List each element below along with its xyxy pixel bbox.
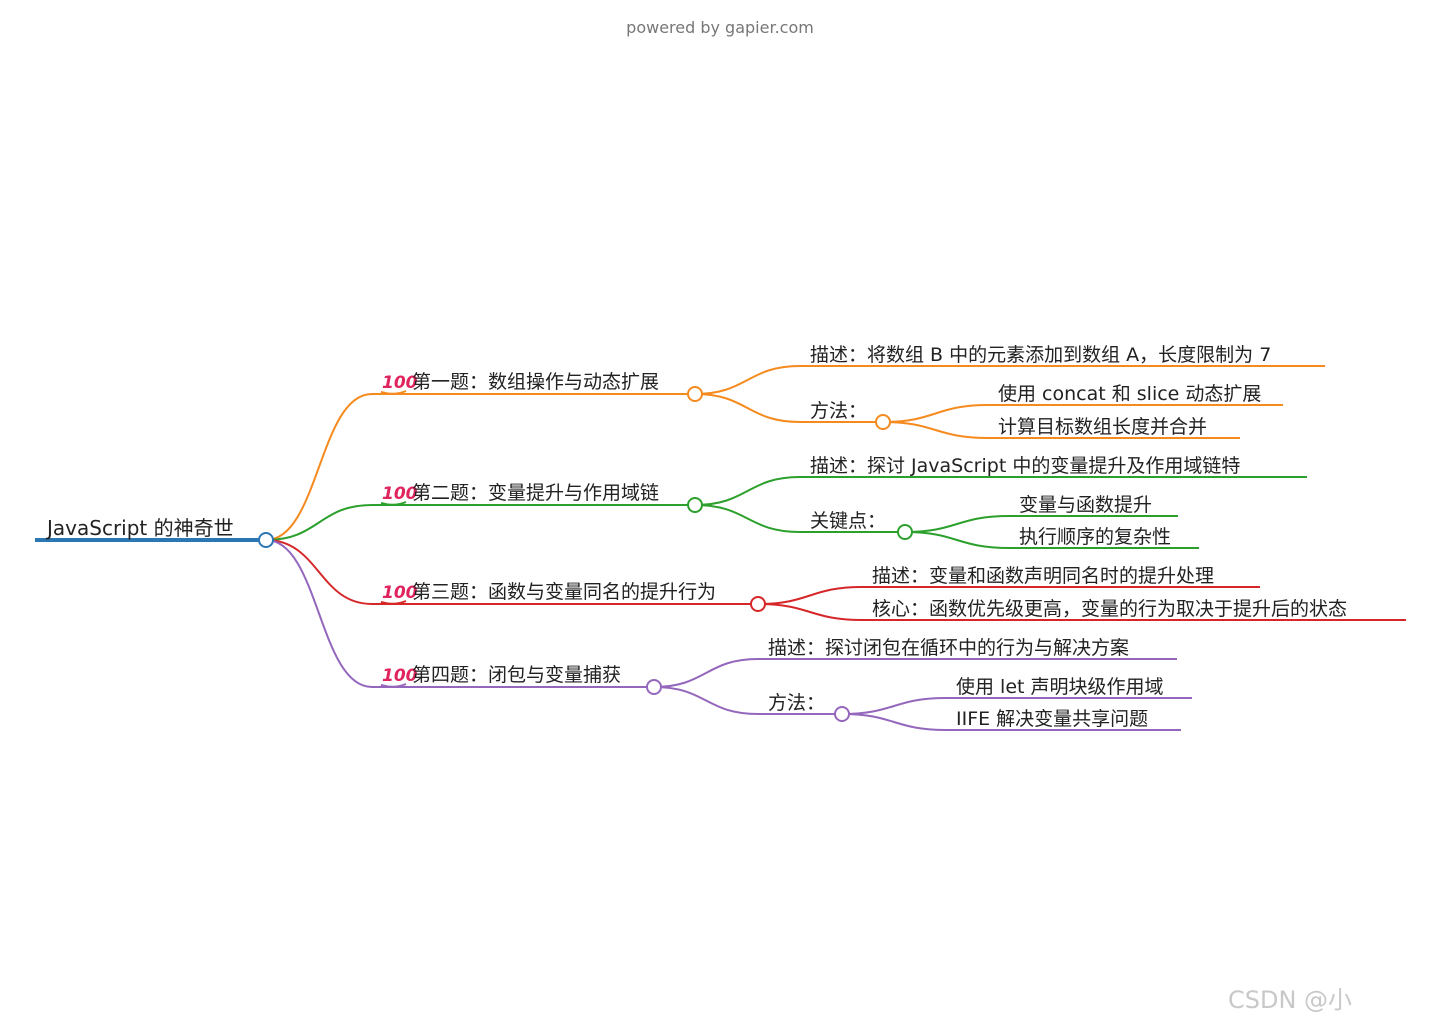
hundred-points-underline	[380, 683, 407, 688]
q3-child-0-label[interactable]: 描述：变量和函数声明同名时的提升处理	[872, 565, 1214, 587]
q1-leaf-1-1-label[interactable]: 计算目标数组长度并合并	[998, 416, 1207, 438]
q2-child-1-circle[interactable]	[897, 524, 913, 540]
csdn-watermark: CSDN @小	[1228, 986, 1353, 1014]
hundred-points-underline	[380, 600, 407, 605]
edge-q4-child-1-leaf-0	[841, 697, 947, 715]
edge-root-to-q4	[265, 539, 373, 688]
edge-root-to-q1	[265, 393, 373, 541]
q2-leaf-1-1-label[interactable]: 执行顺序的复杂性	[1019, 526, 1171, 548]
q4-circle[interactable]	[646, 679, 662, 695]
hundred-points-underline	[380, 390, 407, 395]
q2-circle[interactable]	[687, 497, 703, 513]
q4-title[interactable]: 第四题：闭包与变量捕获	[412, 664, 621, 686]
q2-child-1-label[interactable]: 关键点：	[810, 510, 886, 532]
edge-q1-child-1-leaf-0	[882, 404, 989, 423]
edge-root-to-q2	[265, 504, 373, 541]
hundred-points-icon: 100	[382, 484, 418, 504]
root-node-circle[interactable]	[258, 532, 274, 548]
q4-child-0-label[interactable]: 描述：探讨闭包在循环中的行为与解决方案	[768, 637, 1129, 659]
edge-q4-child-1	[653, 686, 759, 715]
q3-title[interactable]: 第三题：函数与变量同名的提升行为	[412, 581, 716, 603]
q2-title[interactable]: 第二题：变量提升与作用域链	[412, 482, 659, 504]
edge-q3-child-0	[757, 586, 863, 605]
circles-layer	[258, 386, 913, 722]
q2-child-0-label[interactable]: 描述：探讨 JavaScript 中的变量提升及作用域链特	[810, 455, 1240, 477]
edge-q4-child-1-leaf-1	[841, 713, 947, 731]
q2-leaf-1-0-label[interactable]: 变量与函数提升	[1019, 494, 1152, 516]
hundred-points-icon: 100	[382, 583, 418, 603]
q3-child-1-label[interactable]: 核心：函数优先级更高，变量的行为取决于提升后的状态	[872, 598, 1347, 620]
edge-q1-child-0	[694, 365, 801, 395]
powered-by-credit[interactable]: powered by gapier.com	[626, 18, 814, 37]
q4-leaf-1-1-label[interactable]: IIFE 解决变量共享问题	[956, 708, 1148, 730]
edge-q2-child-1-leaf-0	[904, 515, 1010, 533]
edges-layer	[35, 365, 1406, 731]
edge-q1-child-1-leaf-1	[882, 421, 989, 439]
q1-title[interactable]: 第一题：数组操作与动态扩展	[412, 371, 659, 393]
q1-child-1-label[interactable]: 方法：	[810, 400, 867, 422]
q1-circle[interactable]	[687, 386, 703, 402]
edge-q2-child-1	[694, 504, 801, 533]
edge-root-to-q3	[265, 539, 373, 605]
q4-child-1-circle[interactable]	[834, 706, 850, 722]
edge-q2-child-1-leaf-1	[904, 531, 1010, 549]
hundred-points-icon: 100	[382, 373, 418, 393]
hundred-points-underline	[380, 501, 407, 506]
edge-q4-child-0	[653, 658, 759, 688]
q1-leaf-1-0-label[interactable]: 使用 concat 和 slice 动态扩展	[998, 383, 1261, 405]
q1-child-0-label[interactable]: 描述：将数组 B 中的元素添加到数组 A，长度限制为 7	[810, 344, 1271, 366]
edge-q1-child-1	[694, 393, 801, 423]
edge-q2-child-0	[694, 476, 801, 506]
edge-q3-child-1	[757, 603, 863, 621]
hundred-points-icon: 100	[382, 666, 418, 686]
q3-circle[interactable]	[750, 596, 766, 612]
q1-child-1-circle[interactable]	[875, 414, 891, 430]
q4-child-1-label[interactable]: 方法：	[768, 692, 825, 714]
root-node-label[interactable]: JavaScript 的神奇世	[45, 516, 234, 540]
q4-leaf-1-0-label[interactable]: 使用 let 声明块级作用域	[956, 676, 1164, 698]
